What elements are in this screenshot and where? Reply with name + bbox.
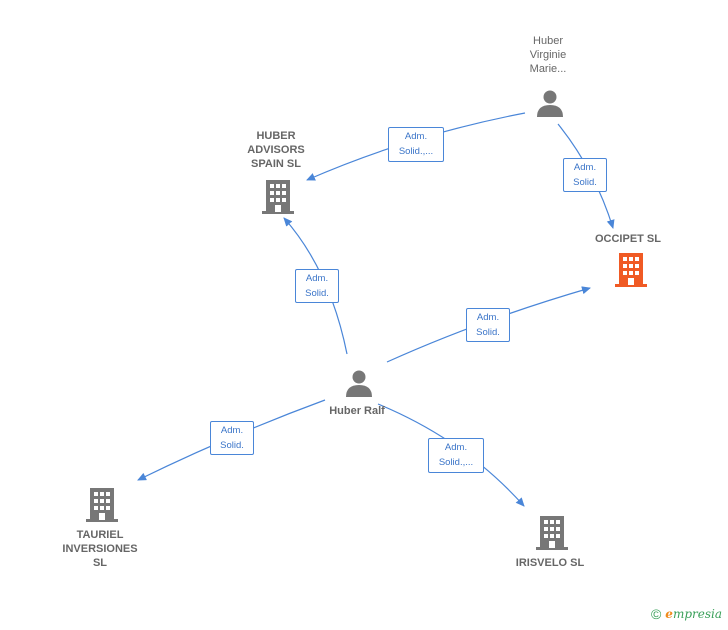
footer-brand: © empresia xyxy=(651,606,722,622)
edge-label-ralf-occipet[interactable]: Adm. Solid. xyxy=(466,308,510,342)
edge-label-virginie-occipet[interactable]: Adm. Solid. xyxy=(563,158,607,192)
node-label-huber-advisors[interactable]: HUBER ADVISORS SPAIN SL xyxy=(247,130,305,170)
edge-label-virginie-advisors[interactable]: Adm. Solid.,... xyxy=(388,127,444,162)
person-icon[interactable] xyxy=(535,88,565,118)
node-label-irisvelo[interactable]: IRISVELO SL xyxy=(515,557,585,569)
brand-logo: empresia xyxy=(665,607,722,621)
copyright-icon: © xyxy=(650,606,662,622)
node-label-huber-ralf[interactable]: Huber Ralf xyxy=(329,405,385,417)
edge-label-ralf-tauriel[interactable]: Adm. Solid. xyxy=(210,421,254,455)
building-icon[interactable] xyxy=(615,253,647,287)
building-icon[interactable] xyxy=(536,516,568,550)
building-icon[interactable] xyxy=(262,180,294,214)
edge-label-ralf-advisors[interactable]: Adm. Solid. xyxy=(295,269,339,303)
node-label-huber-virginie[interactable]: Huber Virginie Marie... xyxy=(529,35,567,75)
node-label-occipet[interactable]: OCCIPET SL xyxy=(594,233,661,245)
person-icon[interactable] xyxy=(344,368,374,398)
building-icon[interactable] xyxy=(86,488,118,522)
node-label-tauriel[interactable]: TAURIEL INVERSIONES SL xyxy=(62,529,138,569)
edge-label-ralf-irisvelo[interactable]: Adm. Solid.,... xyxy=(428,438,484,473)
